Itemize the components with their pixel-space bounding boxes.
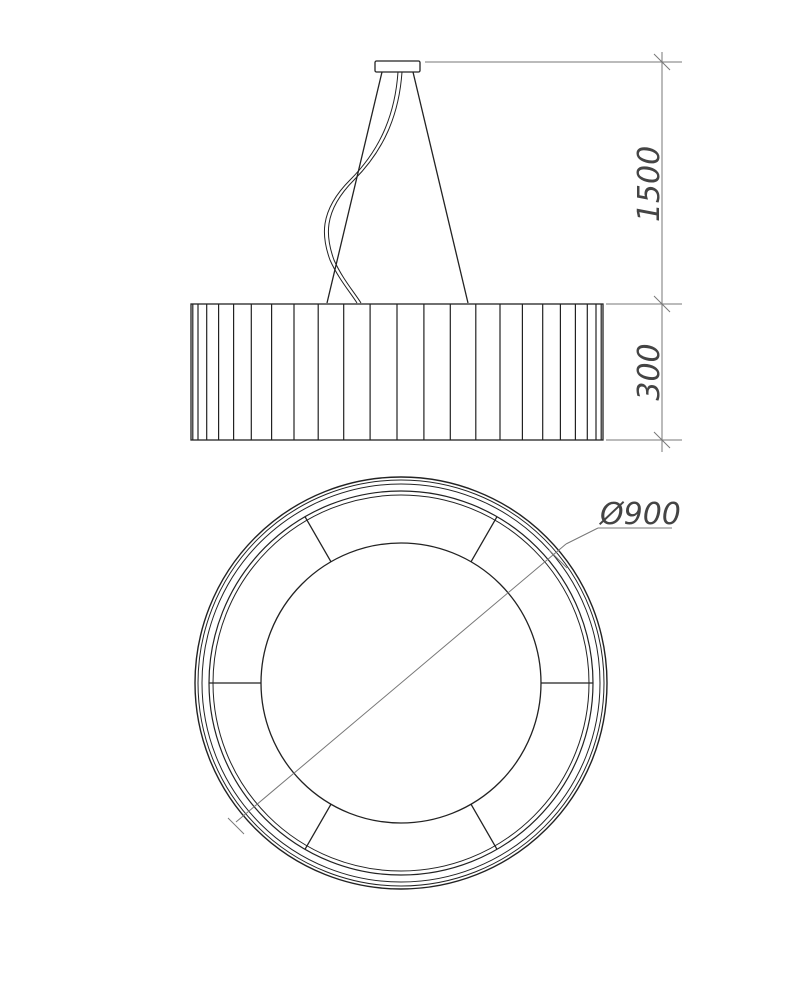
frame-spokes	[209, 516, 593, 850]
dimension-tick-top	[653, 53, 671, 71]
diameter-line	[235, 543, 567, 823]
suspension-cable-left	[326, 71, 383, 304]
diameter-tick	[548, 549, 568, 569]
suspension-height-label: 1500	[632, 146, 667, 222]
shade-slats	[192, 304, 602, 440]
frame-spoke	[470, 516, 498, 563]
diameter-leader	[565, 527, 599, 545]
outer-rim-circle	[194, 476, 608, 890]
dimension-tick-bottom	[653, 431, 671, 449]
dimension-tick-middle	[653, 295, 671, 313]
side-elevation-view	[190, 60, 604, 441]
plan-view	[194, 476, 608, 890]
suspension-cable-right	[412, 71, 469, 304]
power-cord	[323, 71, 399, 304]
shade-height-label: 300	[632, 343, 667, 400]
ceiling-canopy	[374, 60, 421, 73]
diameter-dimension	[227, 527, 672, 835]
frame-spoke	[304, 803, 332, 850]
frame-spoke	[304, 516, 332, 563]
diameter-label: Ø900	[598, 497, 681, 532]
vertical-dimensions	[425, 52, 682, 452]
frame-spoke	[470, 803, 498, 850]
